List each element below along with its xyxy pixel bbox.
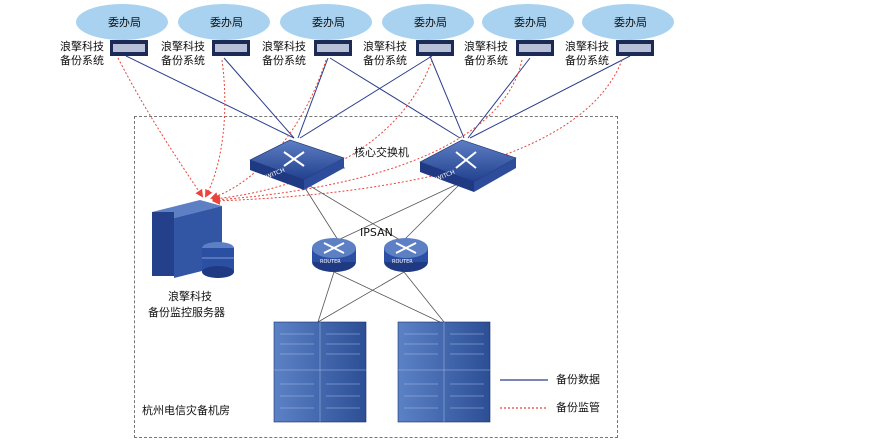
legend-backup-data: 备份数据 bbox=[556, 373, 600, 386]
monitor-server bbox=[152, 200, 234, 278]
bureau-cloud bbox=[178, 4, 270, 40]
storage-rack-left bbox=[273, 321, 367, 423]
bureau-cloud bbox=[482, 4, 574, 40]
datacenter-label: 杭州电信灾备机房 bbox=[142, 404, 230, 417]
backup-monitor-links bbox=[117, 57, 623, 205]
bureau-cloud bbox=[582, 4, 674, 40]
backup-system-label-line1: 浪擎科技 bbox=[262, 40, 306, 53]
backup-system-label-line2: 备份系统 bbox=[363, 54, 407, 67]
ipsan-label: IPSAN bbox=[360, 226, 393, 239]
server-label-line1: 浪擎科技 bbox=[168, 290, 212, 303]
backup-system-units bbox=[110, 40, 654, 56]
backup-system-label-line2: 备份系统 bbox=[565, 54, 609, 67]
core-switch-left bbox=[249, 139, 345, 190]
core-switch-label: 核心交换机 bbox=[354, 146, 409, 159]
bureau-label: 委办局 bbox=[210, 16, 243, 29]
backup-system-label-line2: 备份系统 bbox=[464, 54, 508, 67]
backup-system-label-line1: 浪擎科技 bbox=[60, 40, 104, 53]
backup-system-label-line1: 浪擎科技 bbox=[363, 40, 407, 53]
bureau-cloud bbox=[76, 4, 168, 40]
bureau-cloud bbox=[280, 4, 372, 40]
bureau-label: 委办局 bbox=[108, 16, 141, 29]
backup-system-label-line2: 备份系统 bbox=[60, 54, 104, 67]
storage-rack-right bbox=[397, 321, 491, 423]
backup-system-label-line1: 浪擎科技 bbox=[161, 40, 205, 53]
backup-system-label-line1: 浪擎科技 bbox=[464, 40, 508, 53]
backup-data-links bbox=[125, 55, 631, 139]
backup-system-label-line2: 备份系统 bbox=[262, 54, 306, 67]
datacenter-frame bbox=[134, 116, 618, 438]
server-label-line2: 备份监控服务器 bbox=[148, 306, 225, 319]
router-text-left: ROUTER bbox=[320, 259, 341, 265]
bureau-group bbox=[76, 4, 674, 40]
core-links bbox=[299, 167, 463, 323]
bureau-label: 委办局 bbox=[614, 16, 647, 29]
bureau-cloud bbox=[382, 4, 474, 40]
backup-system-label-line2: 备份系统 bbox=[161, 54, 205, 67]
router-text-right: ROUTER bbox=[392, 259, 413, 265]
ipsan-router-right bbox=[384, 238, 428, 272]
bureau-label: 委办局 bbox=[514, 16, 547, 29]
core-switch-right bbox=[419, 139, 517, 192]
legend-backup-monitor: 备份监管 bbox=[556, 401, 600, 414]
bureau-label: 委办局 bbox=[312, 16, 345, 29]
ipsan-router-left bbox=[312, 238, 356, 272]
backup-system-label-line1: 浪擎科技 bbox=[565, 40, 609, 53]
bureau-label: 委办局 bbox=[414, 16, 447, 29]
